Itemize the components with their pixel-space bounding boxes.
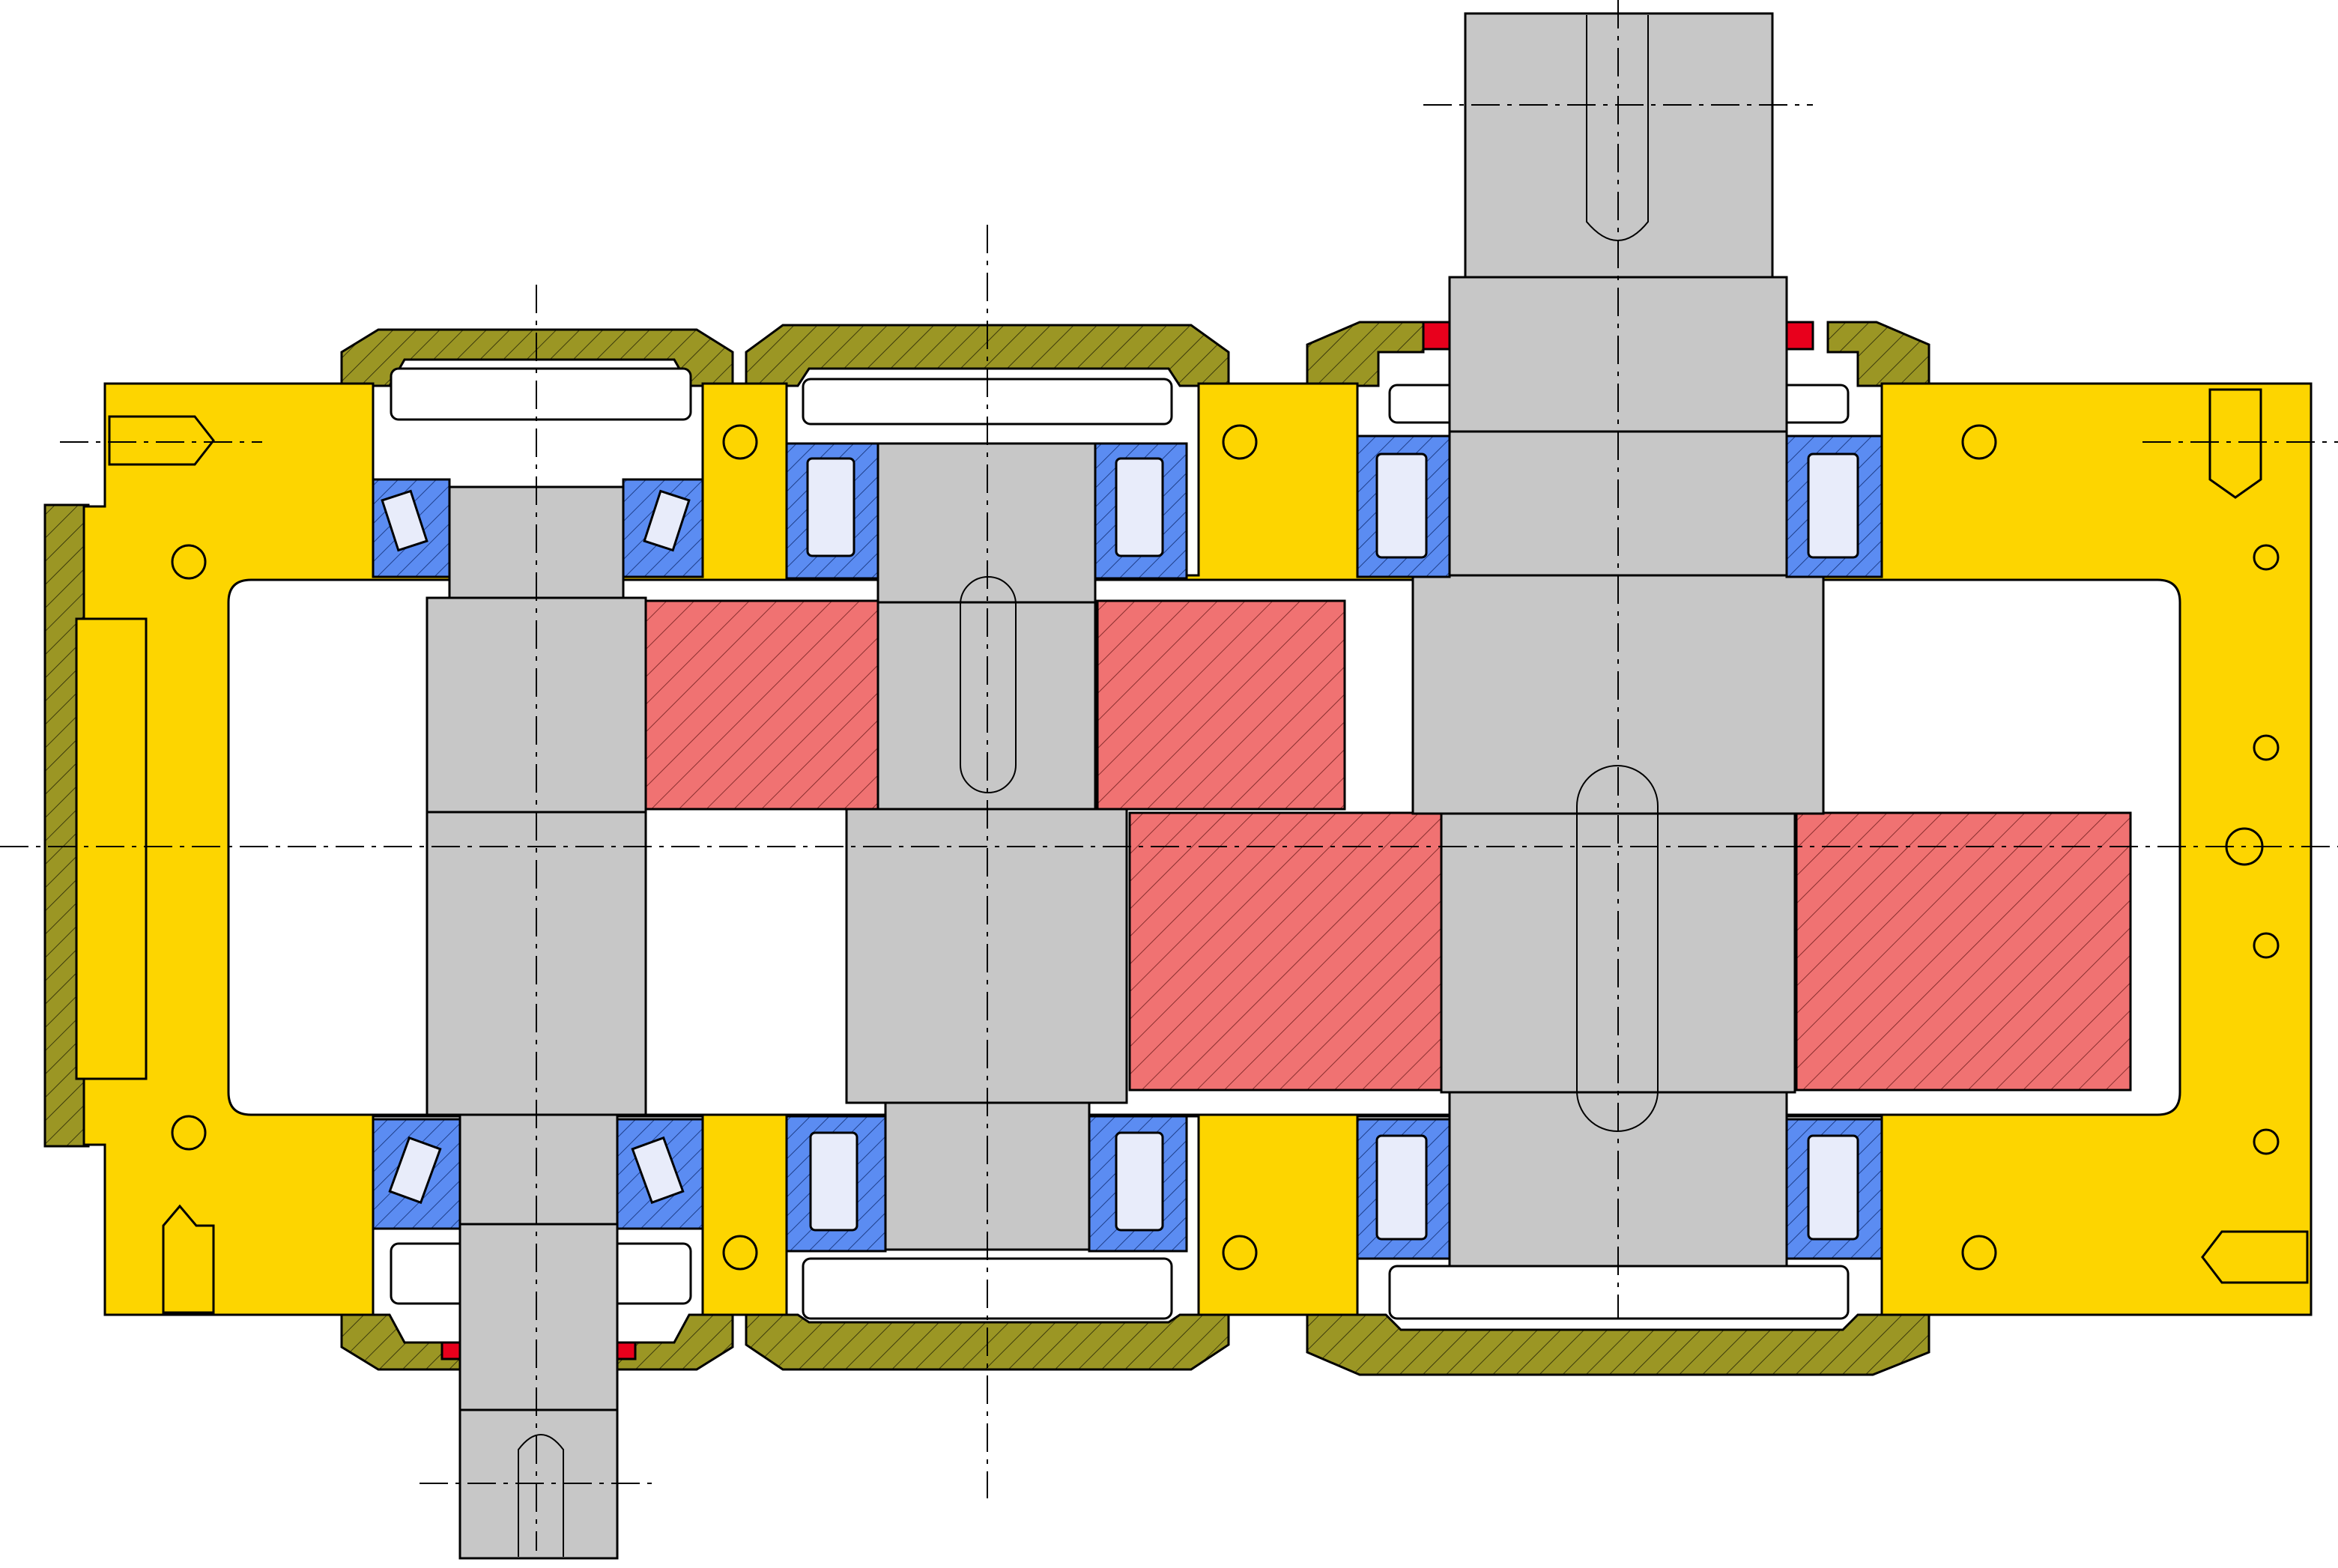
gear-stage-2-left [1128, 811, 1446, 1092]
plug-bottom-right [2201, 1230, 2309, 1284]
seals [440, 321, 1814, 1360]
gear-stage-2-right [1795, 811, 2132, 1092]
left-wall-inner [75, 617, 148, 1080]
bearing-intermediate-bottom [785, 1115, 1188, 1253]
seal [440, 1341, 461, 1360]
bearing-intermediate-top [785, 442, 1188, 580]
gear-stage-1-left [630, 599, 880, 811]
bearing-input-top [372, 478, 704, 578]
plug-top-right [2208, 388, 2262, 499]
gears [630, 599, 2132, 1092]
bearing-output-bottom [1356, 1118, 1883, 1260]
seal [1422, 321, 1451, 351]
seal [1785, 321, 1814, 351]
seal [616, 1341, 637, 1360]
bearings [372, 435, 1883, 1260]
cover-top-3 [1306, 321, 1425, 387]
housing-body [82, 382, 2313, 1316]
housing [75, 382, 2313, 1316]
plug-bottom-left [162, 1204, 215, 1314]
drain-plug-top-left [108, 415, 215, 466]
gear-stage-1-right [1096, 599, 1346, 811]
cover-bottom-3 [1306, 1313, 1930, 1376]
bearing-output-top [1356, 435, 1883, 578]
cover-top-3b [1826, 321, 1930, 387]
bearing-input-bottom [372, 1118, 704, 1230]
